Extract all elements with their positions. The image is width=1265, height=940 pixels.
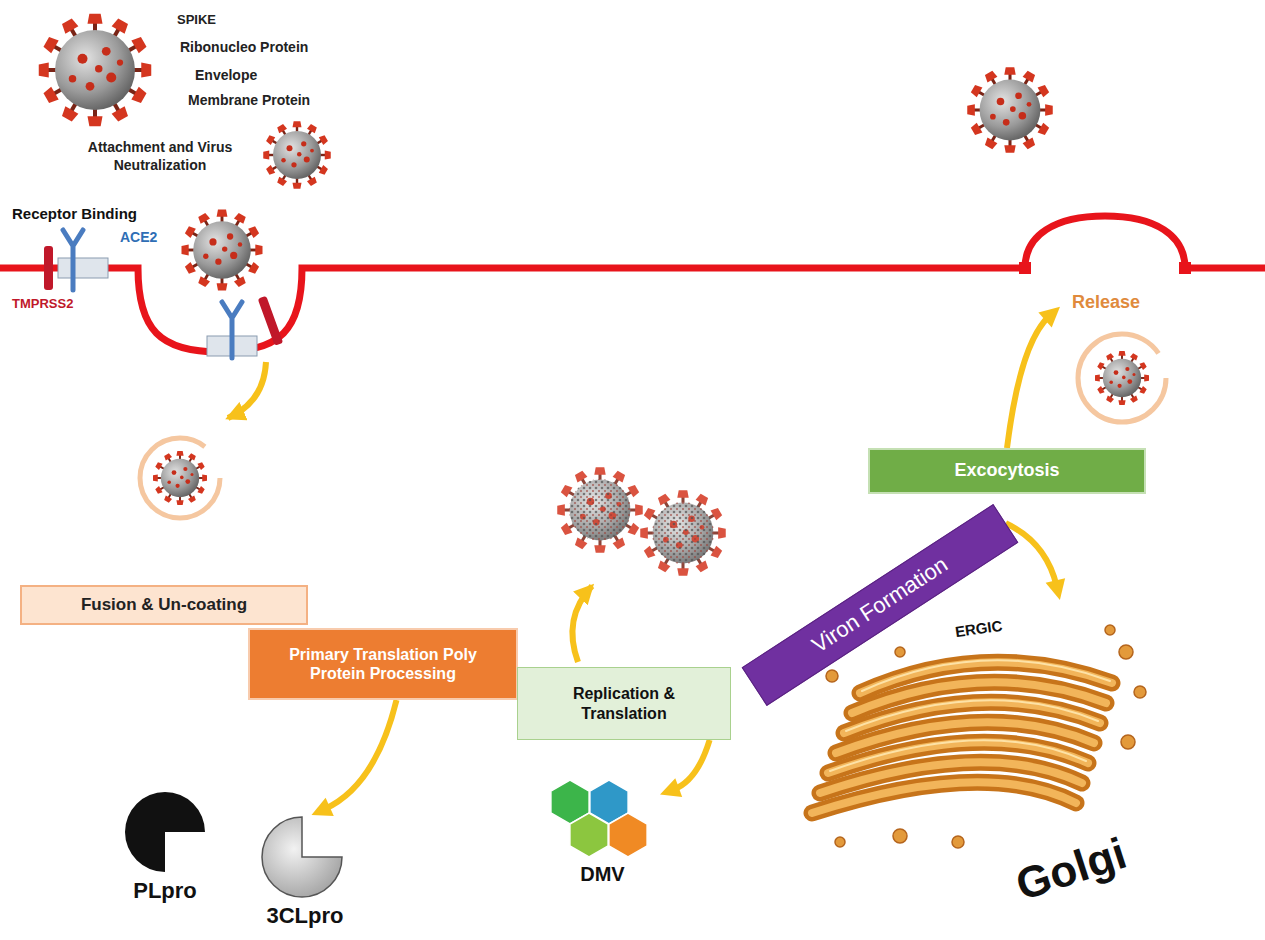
release-vesicle: Release <box>1060 290 1190 430</box>
node-text: Golgi <box>1010 827 1133 912</box>
part-label: Attachment and Virus Neutralization <box>70 138 250 174</box>
flow-arrow <box>660 740 710 797</box>
virus-figure <box>263 121 331 189</box>
node-text: Release <box>1072 292 1140 314</box>
membrane-joint <box>1019 262 1031 274</box>
node-text: Replication & Translation <box>530 684 718 722</box>
receptor-pair <box>44 230 108 290</box>
node-text: Excocytosis <box>954 460 1059 482</box>
part-label: ACE2 <box>120 228 157 246</box>
receptor-pair <box>207 296 283 358</box>
arrow-line <box>1006 523 1057 586</box>
node-text: 3CLpro <box>240 903 370 929</box>
assembling-virion <box>557 467 643 553</box>
part-label: SPIKE <box>177 12 216 29</box>
flow-arrow <box>572 586 592 662</box>
enzyme-icon: 3CLpro <box>240 815 370 933</box>
stage-band: Viron Formation <box>742 504 1019 706</box>
node-text: PLpro <box>110 878 220 904</box>
node-text: ERGIC <box>954 617 1004 641</box>
flow-arrow <box>1007 307 1060 448</box>
process-box: Excocytosis <box>868 448 1146 494</box>
flow-arrow <box>312 700 397 816</box>
membrane-joint <box>1179 262 1191 274</box>
part-label: Membrane Protein <box>188 91 310 109</box>
node-text: DMV <box>545 862 660 886</box>
arrow-head <box>1038 307 1060 328</box>
assembling-virion <box>640 490 726 576</box>
part-label: Envelope <box>195 66 257 84</box>
virus-figure <box>967 67 1053 153</box>
flow-arrow <box>1006 523 1065 600</box>
arrow-head <box>1046 578 1066 600</box>
process-box: Primary Translation Poly Protein Process… <box>248 628 518 700</box>
part-label: Ribonucleo Protein <box>180 38 308 56</box>
node-text: Primary Translation Poly Protein Process… <box>262 645 504 683</box>
enzyme-icon: PLpro <box>110 790 220 908</box>
arrow-line <box>673 740 710 790</box>
part-label: TMPRSS2 <box>12 296 73 313</box>
endosome-vesicle <box>140 438 220 518</box>
process-box: Replication & Translation <box>517 667 731 740</box>
dmv-icon: DMV <box>545 778 660 888</box>
arrow-line <box>324 700 396 809</box>
organelle-figure: ERGICGolgi <box>810 600 1150 900</box>
process-box: Fusion & Un-coating <box>20 585 308 625</box>
part-label: Receptor Binding <box>12 204 137 224</box>
node-text: Fusion & Un-coating <box>81 595 247 615</box>
virus-figure <box>182 210 263 291</box>
arrow-head <box>660 778 682 797</box>
arrow-head <box>312 798 334 816</box>
node-text: Viron Formation <box>807 551 952 658</box>
arrow-line <box>1007 316 1050 448</box>
golgi-figure <box>812 625 1146 848</box>
flow-arrow <box>228 362 266 418</box>
virus-figure <box>39 14 152 127</box>
